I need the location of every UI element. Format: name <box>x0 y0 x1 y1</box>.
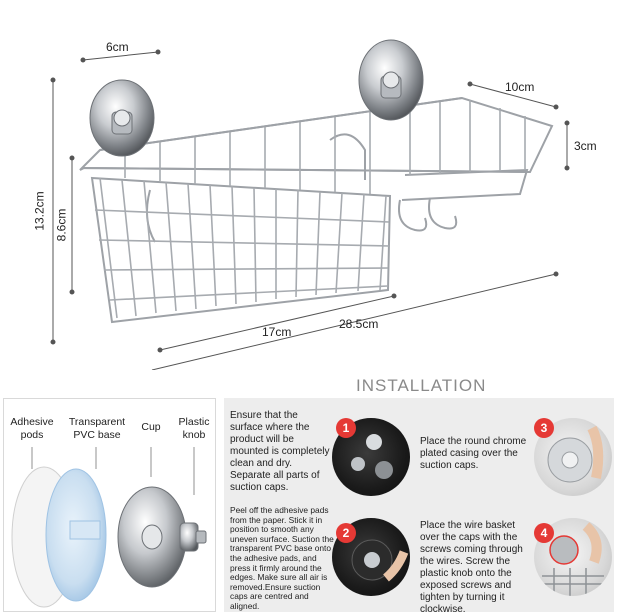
step-intro-text: Ensure that the surface where the produc… <box>230 410 330 493</box>
basket-vertical-wires <box>99 100 526 319</box>
basket-horizontal-wires <box>94 209 390 301</box>
plastic-knob-shape <box>179 522 199 552</box>
label-pvc-base: Transparent PVC base <box>68 416 126 441</box>
steps-panel: Ensure that the surface where the produc… <box>224 398 614 615</box>
dimension-lines <box>50 49 570 370</box>
wire-basket <box>79 96 554 324</box>
label-plastic-knob: Plastic knob <box>178 416 210 441</box>
dim-basket-height: 8.6cm <box>54 208 69 242</box>
step-number-4: 4 <box>534 523 554 543</box>
dim-basket-width: 17cm <box>262 325 292 339</box>
dim-side-height: 3cm <box>574 139 597 153</box>
step-4-image <box>534 518 612 596</box>
label-adhesive-pods: Adhesive pods <box>10 416 54 441</box>
step-place-round-text: Place the round chrome plated casing ove… <box>420 436 527 471</box>
installation-title: INSTALLATION <box>356 376 487 395</box>
parts-panel: Adhesive pods Transparent PVC base Cup P… <box>3 398 216 612</box>
dim-top-width: 6cm <box>106 40 129 54</box>
step-peel-text: Peel off the adhesive pads from the pape… <box>230 505 334 611</box>
suction-cup-right <box>358 39 424 121</box>
step-number-3: 3 <box>534 418 554 438</box>
parts-exploded-view <box>11 447 207 608</box>
dim-total-width: 28.5cm <box>339 317 379 331</box>
step-number-2: 2 <box>336 523 356 543</box>
label-cup: Cup <box>141 421 161 433</box>
suction-cup-left <box>89 79 155 157</box>
step-number-1: 1 <box>336 418 356 438</box>
dim-total-height: 13.2cm <box>32 191 47 231</box>
product-illustration <box>50 39 570 370</box>
step-place-basket-text: Place the wire basket over the caps with… <box>420 520 523 615</box>
dim-depth: 10cm <box>505 80 535 94</box>
